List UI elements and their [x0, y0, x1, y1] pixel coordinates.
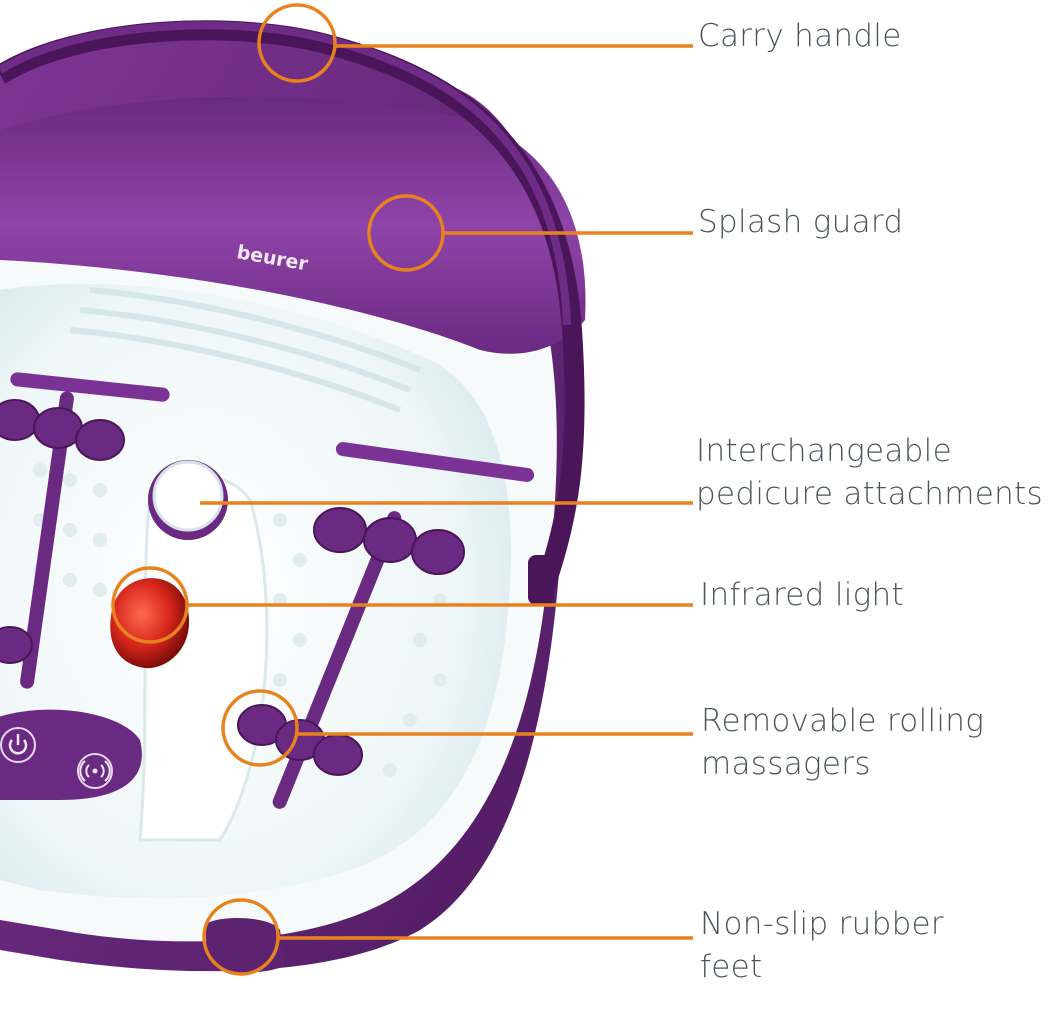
label-line: Interchangeable — [696, 433, 952, 469]
label-line: Non-slip rubber — [700, 906, 944, 942]
label-line: pedicure attachments — [696, 476, 1043, 512]
callouts-graphics — [111, 3, 693, 976]
massage-nubs — [33, 463, 447, 777]
rubber-foot — [205, 918, 285, 973]
label-line: Infrared light — [700, 577, 904, 613]
label-rolling-massagers: Removable rolling massagers — [701, 700, 984, 786]
vibration-icon — [92, 768, 98, 774]
infrared-light — [110, 578, 190, 669]
basin-ridges — [69, 287, 422, 413]
left-attachment-bar — [0, 372, 170, 689]
callout-circle-massagers — [221, 689, 299, 767]
callout-circle-carry-handle — [257, 3, 337, 83]
callout-circle-feet — [202, 898, 280, 976]
label-line: Splash guard — [698, 204, 904, 240]
label-carry-handle: Carry handle — [698, 15, 902, 58]
power-icon — [8, 739, 28, 755]
splash-guard — [0, 96, 586, 354]
label-line: massagers — [701, 746, 871, 782]
power-button[interactable] — [0, 727, 36, 763]
control-panel — [0, 709, 142, 800]
label-line: Removable rolling — [701, 703, 985, 739]
label-splash-guard: Splash guard — [698, 201, 903, 244]
vibration-button[interactable] — [77, 753, 113, 789]
callout-circle-infrared — [111, 566, 189, 644]
handle-hinge — [528, 555, 554, 605]
label-pedicure-attachments: Interchangeable pedicure attachments — [696, 430, 1043, 516]
label-line: Carry handle — [698, 18, 902, 54]
callout-circle-splash-guard — [367, 194, 445, 272]
label-infrared-light: Infrared light — [700, 574, 904, 617]
label-rubber-feet: Non-slip rubber feet — [700, 903, 944, 989]
pedicure-attachment-knob — [148, 460, 228, 540]
label-line: feet — [700, 949, 763, 985]
